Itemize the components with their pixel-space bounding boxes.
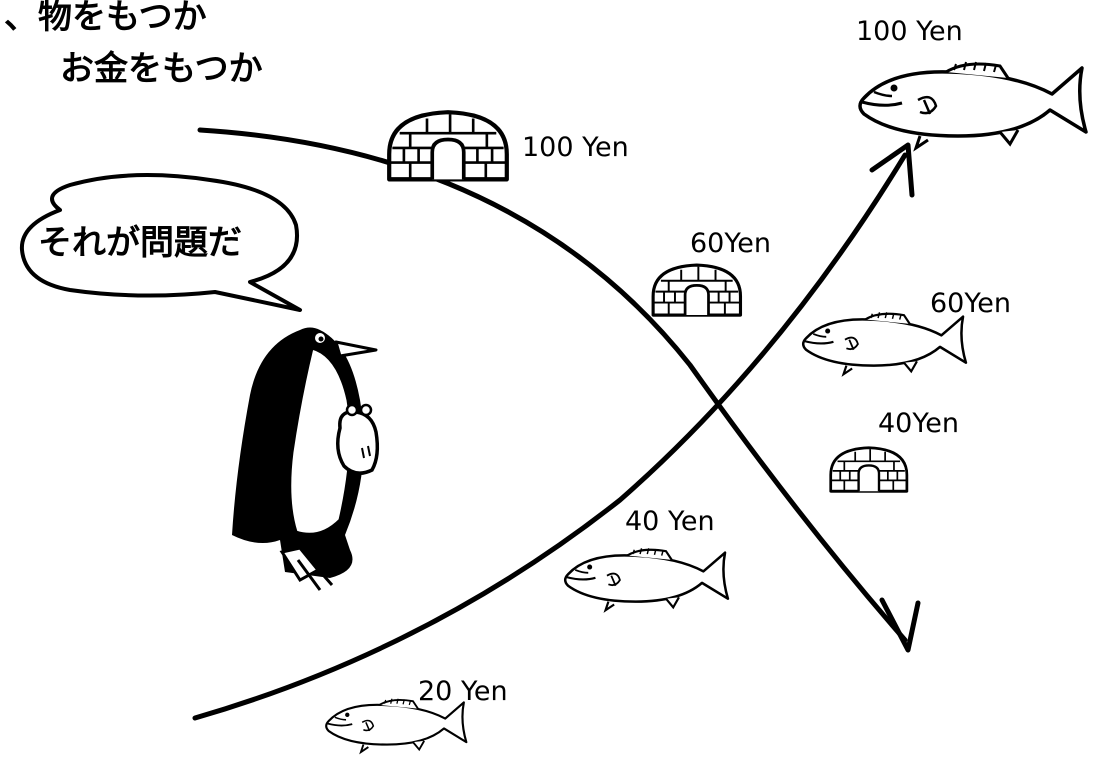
fish-tiny-price: 20 Yen — [418, 676, 508, 707]
igloo-large-price: 100 Yen — [522, 132, 629, 163]
fish-icon — [801, 311, 968, 376]
fish-icon — [858, 60, 1088, 150]
speech-bubble: それが問題だ — [19, 173, 302, 312]
fish-small: 40 Yen — [563, 506, 730, 612]
money-value-arrowhead — [869, 142, 915, 198]
coin-purse-icon — [336, 403, 380, 475]
igloo-large: 100 Yen — [389, 112, 629, 179]
igloo-icon — [829, 446, 909, 493]
fish-large-price: 100 Yen — [856, 16, 963, 47]
penguin-icon — [232, 327, 378, 591]
fish-medium: 60Yen — [801, 288, 1011, 376]
igloo-small: 40Yen — [829, 408, 959, 493]
igloo-medium-price: 60Yen — [690, 228, 771, 259]
fish-tiny: 20 Yen — [325, 676, 508, 754]
igloo-small-price: 40Yen — [878, 408, 959, 439]
heading-line-money: お金をもつか — [60, 49, 263, 89]
igloo-icon — [651, 263, 743, 317]
fish-large: 100 Yen — [856, 16, 1088, 150]
goods-value-arrowhead — [879, 597, 921, 653]
speech-bubble-text: それが問題だ — [38, 223, 242, 263]
fish-medium-price: 60Yen — [930, 288, 1011, 319]
goods-value-curve — [197, 127, 908, 643]
money-value-curve — [192, 152, 908, 721]
fish-small-price: 40 Yen — [625, 506, 715, 537]
igloo-icon — [389, 112, 507, 179]
igloo-medium: 60Yen — [651, 228, 771, 317]
heading-line-goods: 、物をもつか — [4, 0, 207, 37]
fish-icon — [563, 547, 730, 612]
